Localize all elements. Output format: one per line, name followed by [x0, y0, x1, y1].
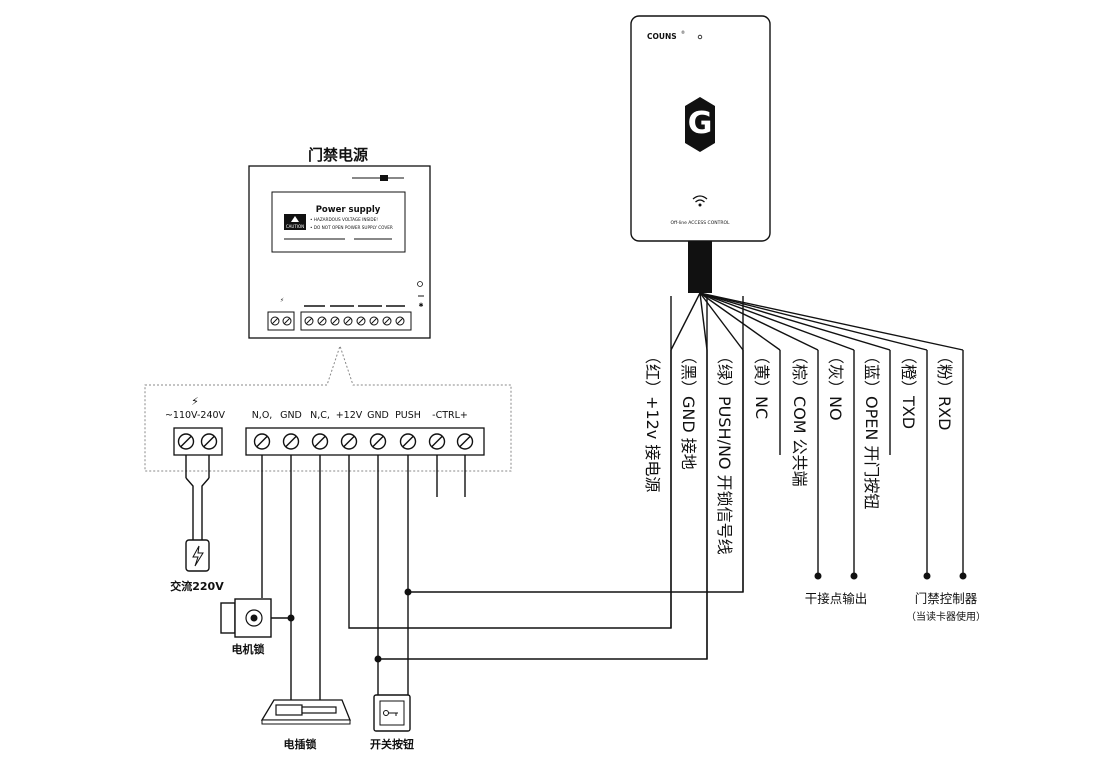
ac-voltage-label: ~110V-240V: [165, 410, 226, 421]
power-plug-icon: [185, 539, 210, 572]
dc-terminal-block: [245, 427, 485, 456]
terminal-label-ctrl: -CTRL+: [432, 410, 468, 421]
power-supply-box: Power supply CAUTION • HAZARDOUS VOLTAGE…: [248, 165, 431, 339]
controller-label: 门禁控制器: [915, 591, 978, 606]
ac-cable: [185, 455, 210, 540]
reader-cable: [688, 241, 712, 293]
power-supply-warning-2: • DO NOT OPEN POWER SUPPLY COVER: [310, 225, 393, 230]
key-icon: [383, 710, 398, 716]
power-supply-title: 门禁电源: [308, 146, 368, 164]
terminal-label-12v: +12V: [336, 410, 363, 421]
wire-label-pink: （粉）RXD: [935, 348, 954, 430]
wire-label-blue: （蓝）OPEN 开门按钮: [862, 348, 881, 509]
zoom-callout: [144, 344, 512, 472]
wire-label-yellow: （黄）NC: [752, 348, 771, 419]
wire-label-orange: （橙）TXD: [899, 348, 918, 429]
controller-note: （当读卡器使用）: [906, 610, 986, 623]
dry-contact-output-label: 干接点输出: [805, 591, 868, 606]
wire-label-red: （红）+12v 接电源: [643, 348, 662, 492]
wifi-icon: [692, 195, 708, 207]
card-reader: COUNS ® G Off-line ACCESS CONTROL: [630, 15, 771, 242]
lightning-icon-small: ⚡: [280, 297, 284, 304]
electric-lock-icon: [220, 598, 272, 638]
wire-label-grey: （灰）NO: [826, 348, 845, 421]
power-supply-label-title: Power supply: [316, 205, 381, 215]
electric-lock-label: 电机锁: [232, 642, 265, 656]
exit-button-icon: [373, 694, 411, 732]
wire-label-green: （绿）PUSH/NO 开锁信号线: [715, 348, 734, 555]
lightning-icon: ⚡: [191, 395, 199, 408]
svg-text:✱: ✱: [418, 302, 423, 309]
bolt-lock-label: 电插锁: [284, 737, 317, 751]
screw-terminal-icon: [177, 433, 195, 450]
reader-logo: G: [685, 97, 715, 152]
bolt-lock-icon: [260, 699, 351, 725]
terminal-label-no: N,O,: [252, 410, 273, 421]
terminal-label-nc: N,C,: [310, 410, 330, 421]
ac-plug-label: 交流220V: [170, 579, 224, 593]
wire-labels: （红）+12v 接电源 （黑）GND 接地 （绿）PUSH/NO 开锁信号线 （…: [643, 348, 954, 555]
terminal-labels: N,O, GND N,C, +12V GND PUSH -CTRL+: [252, 410, 468, 421]
screw-terminal-icon: [200, 433, 218, 450]
power-supply-warning-1: • HAZARDOUS VOLTAGE INSIDE!: [310, 217, 378, 222]
reader-brand-mark: ®: [681, 30, 685, 35]
caution-label: CAUTION: [286, 224, 304, 229]
reader-brand: COUNS: [647, 32, 677, 41]
terminal-label-push: PUSH: [395, 410, 421, 421]
wire-label-black: （黑）GND 接地: [679, 348, 698, 470]
reader-model: Off-line ACCESS CONTROL: [670, 220, 730, 226]
wire-label-brown: （棕）COM 公共端: [790, 348, 809, 487]
caution-badge: CAUTION: [284, 214, 306, 230]
terminal-label-gnd-2: GND: [367, 410, 389, 421]
terminal-label-gnd: GND: [280, 410, 302, 421]
reader-logo-letter: G: [688, 106, 713, 141]
exit-button-label: 开关按钮: [370, 737, 414, 751]
cable-fanout: [670, 292, 964, 351]
